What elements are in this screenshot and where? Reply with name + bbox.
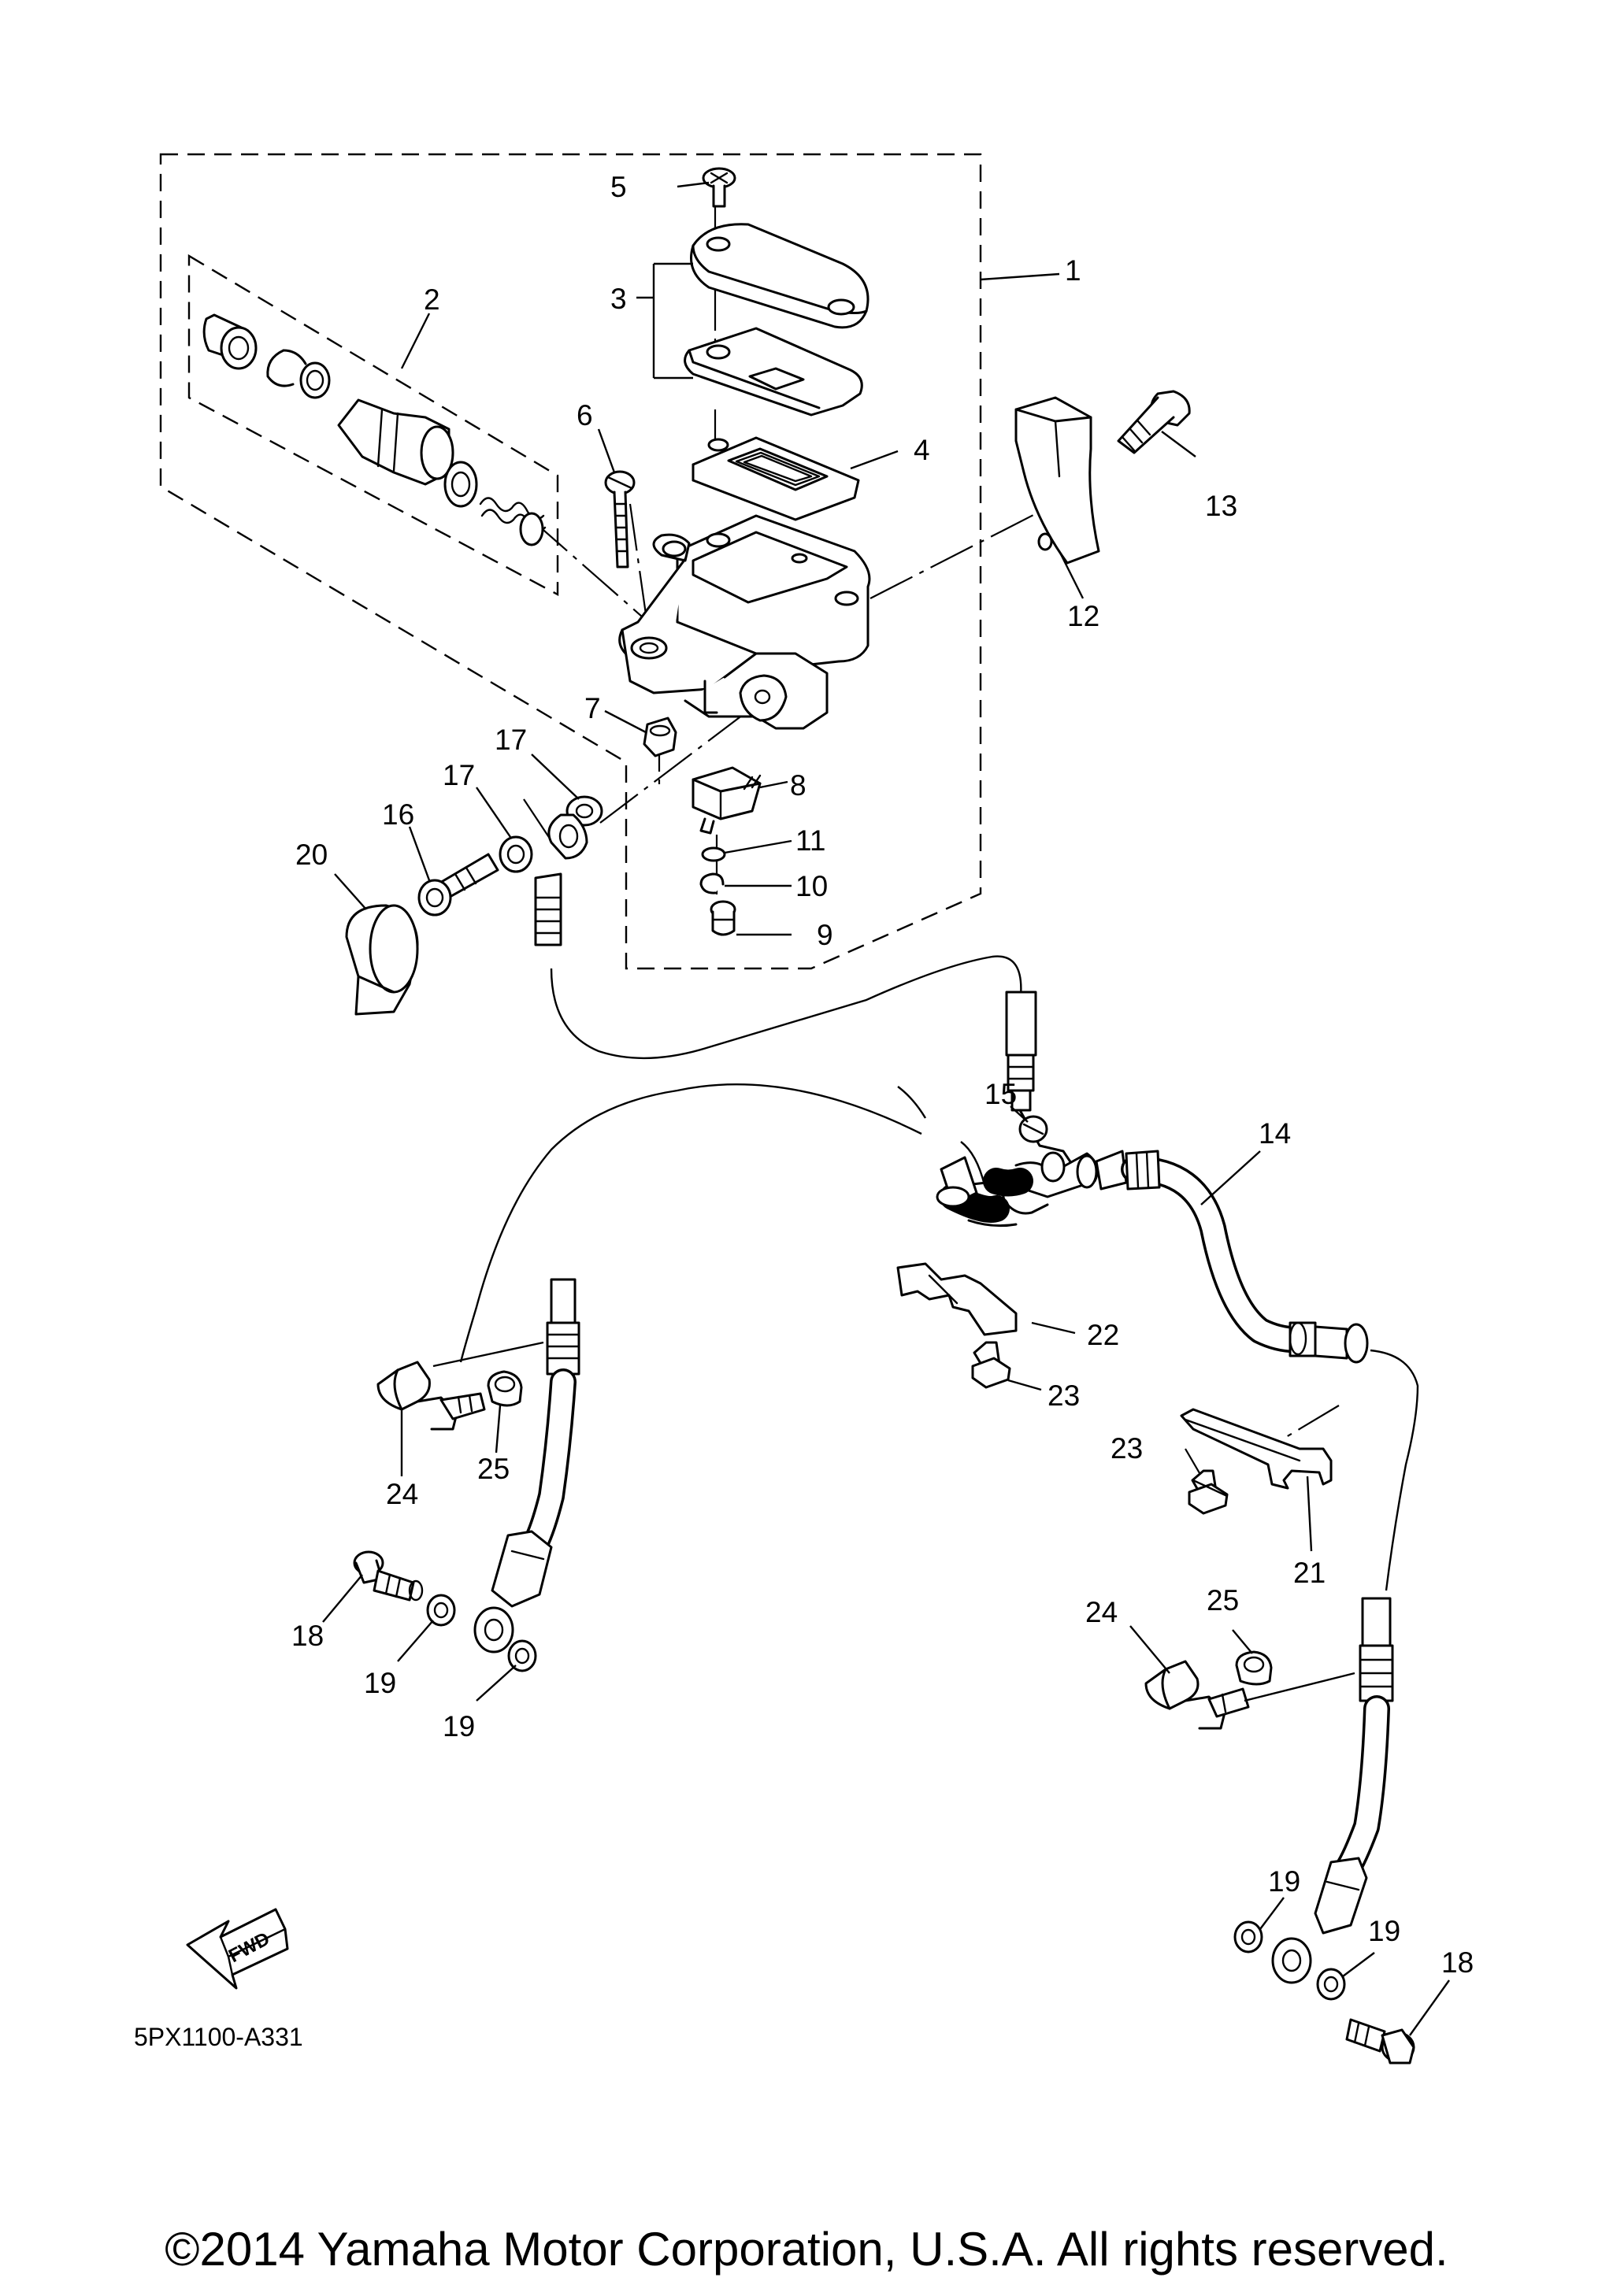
- callout-14: 14: [1259, 1117, 1291, 1150]
- master-cylinder-holder: [1014, 396, 1100, 565]
- callout-16: 16: [382, 798, 414, 831]
- callout-24-left: 24: [386, 1478, 418, 1510]
- callout-3: 3: [610, 283, 627, 315]
- callout-19-right-a: 19: [1268, 1865, 1300, 1898]
- piston-kit-outline: [187, 254, 559, 597]
- union-bolt-right: [1345, 2018, 1415, 2065]
- callout-19-right-b: 19: [1368, 1915, 1400, 1947]
- callout-9: 9: [817, 919, 833, 951]
- callout-19-left-b: 19: [443, 1710, 475, 1742]
- callout-25-right: 25: [1207, 1584, 1239, 1616]
- callout-18-right: 18: [1441, 1946, 1474, 1979]
- callout-12: 12: [1067, 600, 1099, 632]
- rubber-cap: [345, 904, 419, 1016]
- callout-1: 1: [1065, 254, 1081, 287]
- callout-11: 11: [795, 824, 825, 857]
- master-cylinder-body: [618, 514, 871, 730]
- copper-washer-left-a: [426, 1594, 456, 1627]
- master-cylinder-assembly-outline: [159, 153, 982, 970]
- hose-guide-left: [376, 1361, 486, 1431]
- collar-right: [1235, 1650, 1273, 1686]
- collar-left: [487, 1370, 523, 1407]
- reservoir-screw: [702, 167, 736, 208]
- copyright-notice: ©2014 Yamaha Motor Corporation, U.S.A. A…: [165, 2223, 1448, 2276]
- union-bolt-left: [353, 1550, 424, 1602]
- callout-4: 4: [914, 434, 930, 466]
- callout-2: 2: [424, 283, 440, 316]
- center-lines: [523, 197, 1340, 1497]
- callout-23-right: 23: [1111, 1432, 1143, 1465]
- callout-19-left-a: 19: [364, 1667, 396, 1699]
- leader-24b-link: [1244, 1672, 1355, 1702]
- callout-8: 8: [790, 769, 806, 802]
- reservoir-cap: [690, 223, 870, 329]
- copper-washer-right-a: [1233, 1920, 1263, 1953]
- callout-7: 7: [584, 692, 601, 724]
- brake-switch: [692, 766, 762, 835]
- holder-bolt: [1117, 390, 1191, 454]
- callout-15: 15: [984, 1078, 1017, 1110]
- callout-23-center: 23: [1048, 1379, 1080, 1412]
- hose-guide-right: [1144, 1660, 1250, 1730]
- piston-kit: [202, 313, 547, 546]
- callout-6: 6: [577, 399, 593, 431]
- callout-25-left: 25: [477, 1453, 510, 1485]
- callout-22: 22: [1087, 1319, 1119, 1351]
- washer: [701, 846, 726, 862]
- joint-bolt: [1018, 1115, 1048, 1143]
- cap-plate: [684, 327, 863, 417]
- callout-17-left: 17: [443, 759, 475, 791]
- circlip: [699, 872, 725, 894]
- leader-24a-link: [432, 1341, 544, 1368]
- hose-clamp-center: [896, 1262, 1018, 1336]
- nut: [643, 717, 677, 757]
- callout-17-right: 17: [495, 724, 527, 756]
- callout-10: 10: [795, 870, 828, 902]
- hose-clamp-right: [1180, 1408, 1333, 1490]
- callout-24-right: 24: [1085, 1596, 1118, 1628]
- cylinder-bolt: [604, 470, 636, 568]
- copper-washer-lower: [499, 835, 533, 873]
- union-bolt: [417, 853, 499, 917]
- callout-20: 20: [295, 839, 328, 871]
- callout-labels: 1 2 3 4 5 6 7 8 9 10 11 12 13 14 15 16 1…: [291, 171, 1474, 1979]
- diagram-code: 5PX1100-A331: [134, 2023, 303, 2051]
- copper-washer-right-b: [1316, 1968, 1346, 2001]
- forward-arrow-icon: FWD: [186, 1908, 289, 1990]
- diaphragm: [692, 436, 860, 521]
- copper-washer-left-b: [507, 1639, 537, 1672]
- callout-18-left: 18: [291, 1620, 324, 1652]
- switch-screw: [710, 900, 736, 936]
- callout-5: 5: [610, 171, 627, 203]
- brake-hose: [459, 813, 1419, 1984]
- leader-lines: [322, 181, 1450, 2036]
- clamp-bolt-right: [1188, 1469, 1229, 1515]
- callout-13: 13: [1205, 490, 1237, 522]
- clamp-bolt-center: [971, 1341, 1011, 1389]
- callout-21: 21: [1293, 1557, 1326, 1589]
